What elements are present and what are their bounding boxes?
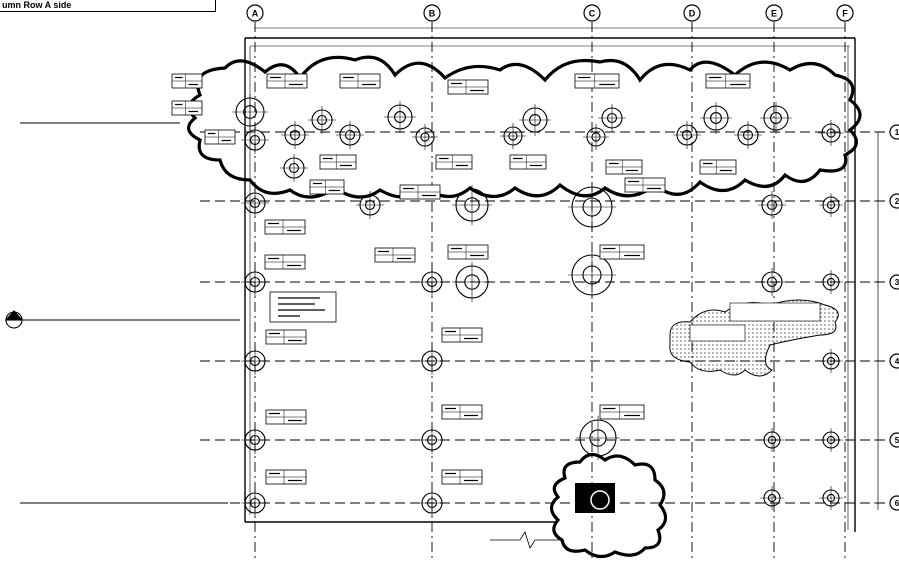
row-grid-label: 5 xyxy=(895,436,899,445)
break-line xyxy=(490,531,560,549)
column-grid-bubble xyxy=(836,4,854,22)
row-grid-bubble xyxy=(889,193,899,209)
row-grid-bubble xyxy=(889,124,899,140)
column-grid-bubble xyxy=(583,4,601,22)
column-grid-label: B xyxy=(429,9,436,19)
row-grid-label: 1 xyxy=(895,128,899,137)
note-box-2 xyxy=(729,302,821,322)
row-grid-label: 4 xyxy=(895,357,899,366)
footings xyxy=(232,94,844,517)
row-grid-label: 2 xyxy=(895,197,899,206)
row-grid-bubble xyxy=(889,353,899,369)
column-grid-bubble xyxy=(246,4,264,22)
column-grid-bubble xyxy=(683,4,701,22)
dimension-string-right xyxy=(874,131,882,510)
note-box-1 xyxy=(689,324,746,342)
row-grid-bubbles: 1 2 3 4 5 6 xyxy=(889,124,899,511)
row-grid-bubble xyxy=(889,432,899,448)
row-grid-bubble xyxy=(889,495,899,511)
column-grid-label: F xyxy=(842,9,848,19)
detail-marker xyxy=(590,490,610,510)
column-grid-label: C xyxy=(589,9,596,19)
left-reference-lines xyxy=(20,122,240,504)
column-grid-label: A xyxy=(252,9,259,19)
column-grid-bubble xyxy=(765,4,783,22)
column-grid-bubble xyxy=(423,4,441,22)
drawing-title-tag: umn Row A side xyxy=(0,0,216,12)
column-grid-lines xyxy=(254,22,846,561)
section-marker xyxy=(4,310,24,329)
footing-callouts xyxy=(171,73,751,485)
column-grid-bubbles: A B C D E F xyxy=(246,4,854,22)
column-grid-label: E xyxy=(771,9,777,19)
revision-cloud-bottom xyxy=(549,452,668,559)
row-grid-label: 3 xyxy=(895,278,899,287)
building-outline xyxy=(244,37,856,532)
column-grid-label: D xyxy=(689,9,696,19)
general-note-box xyxy=(269,291,337,323)
dimension-string-top xyxy=(254,24,846,32)
row-grid-bubble xyxy=(889,274,899,290)
row-grid-label: 6 xyxy=(895,499,899,508)
